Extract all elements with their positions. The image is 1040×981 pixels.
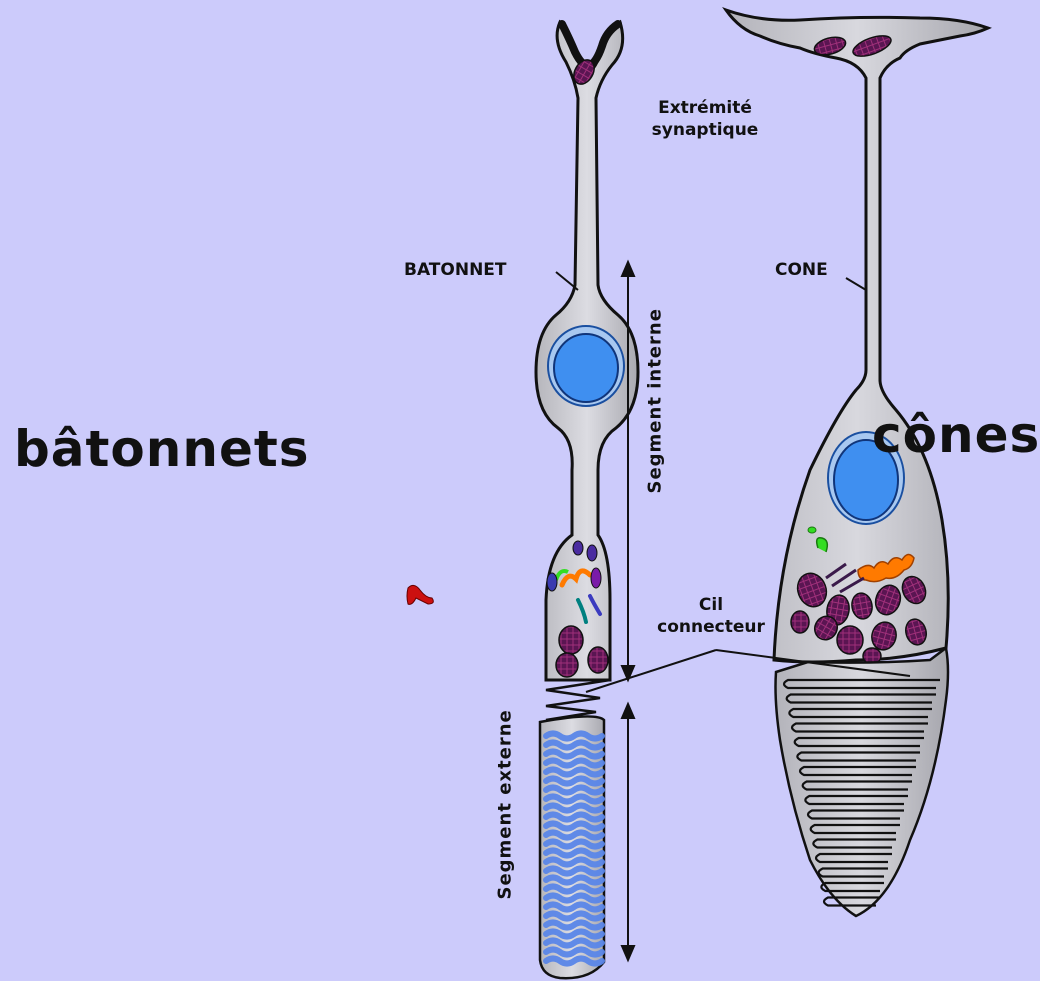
rod-cilium-folds <box>546 680 610 720</box>
cone-mitochondrion <box>837 626 863 654</box>
outer-segment-arrowhead-bottom <box>622 946 634 960</box>
outer-segment-label: Segment externe <box>495 730 516 900</box>
rod-mitochondrion <box>588 647 608 673</box>
rod-vesicle <box>587 545 597 561</box>
rod-vesicle <box>591 568 601 588</box>
synaptic-terminal-line2: synaptique <box>650 119 760 141</box>
cone-body <box>726 10 988 662</box>
inner-segment-arrowhead-top <box>622 262 634 276</box>
cilium-line1: Cil <box>644 594 778 616</box>
synaptic-terminal-label: Extrémité synaptique <box>650 97 760 141</box>
cone-pointer-line <box>846 278 866 290</box>
rod-cell <box>536 22 638 978</box>
cone-label: CONE <box>775 259 828 281</box>
red-mark-icon <box>407 585 433 604</box>
rod-vesicle <box>573 541 583 555</box>
rod-mitochondrion <box>559 626 583 654</box>
cone-mitochondrion <box>791 611 809 633</box>
inner-segment-label: Segment interne <box>645 324 666 494</box>
rods-heading: bâtonnets <box>14 420 310 478</box>
cones-heading: cônes <box>872 406 1040 464</box>
outer-segment-arrowhead-top <box>622 704 634 718</box>
rod-nucleus <box>554 334 618 402</box>
cilium-label: Cil connecteur <box>644 594 778 638</box>
cilium-line2: connecteur <box>644 616 778 638</box>
synaptic-terminal-line1: Extrémité <box>650 97 760 119</box>
cone-vesicle <box>808 527 816 533</box>
rod-mitochondrion <box>556 653 578 677</box>
rod-vesicle <box>547 573 557 591</box>
rod-label: BATONNET <box>404 259 507 281</box>
